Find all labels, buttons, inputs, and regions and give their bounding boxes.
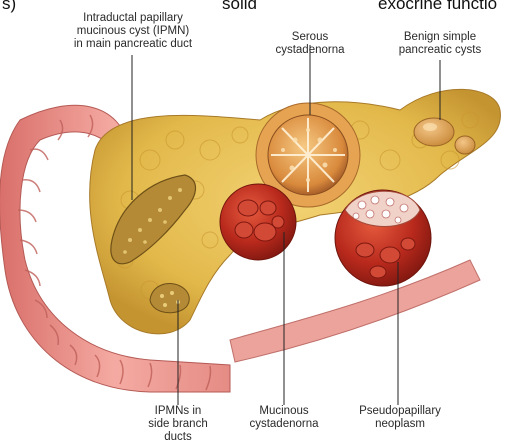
label-line: cystadenorna bbox=[234, 418, 334, 431]
label-pseudopapillary-neoplasm: Pseudopapillary neoplasm bbox=[345, 405, 455, 431]
label-ipmn-main-duct: Intraductal papillary mucinous cyst (IPM… bbox=[53, 12, 213, 51]
label-line: ducts bbox=[133, 431, 223, 442]
label-line: side branch bbox=[133, 418, 223, 431]
label-serous-cystadenoma: Serous cystadenorna bbox=[255, 31, 365, 57]
label-line: Pseudopapillary bbox=[345, 405, 455, 418]
label-line: Mucinous bbox=[234, 405, 334, 418]
ipmn-side-branch bbox=[150, 284, 189, 313]
label-line: Serous bbox=[255, 31, 365, 44]
label-line: Intraductal papillary bbox=[53, 12, 213, 25]
label-line: mucinous cyst (IPMN) bbox=[53, 25, 213, 38]
label-mucinous-cystadenoma: Mucinous cystadenorna bbox=[234, 405, 334, 431]
label-line: Benign simple bbox=[380, 31, 500, 44]
pseudopapillary-neoplasm bbox=[335, 190, 431, 286]
label-line: in main pancreatic duct bbox=[53, 38, 213, 51]
label-line: cystadenorna bbox=[255, 44, 365, 57]
label-benign-simple-cysts: Benign simple pancreatic cysts bbox=[380, 31, 500, 57]
mucinous-cystadenoma bbox=[220, 184, 296, 260]
label-line: neoplasm bbox=[345, 418, 455, 431]
label-line: IPMNs in bbox=[133, 405, 223, 418]
label-ipmn-side-branch: IPMNs in side branch ducts bbox=[133, 405, 223, 442]
label-line: pancreatic cysts bbox=[380, 44, 500, 57]
